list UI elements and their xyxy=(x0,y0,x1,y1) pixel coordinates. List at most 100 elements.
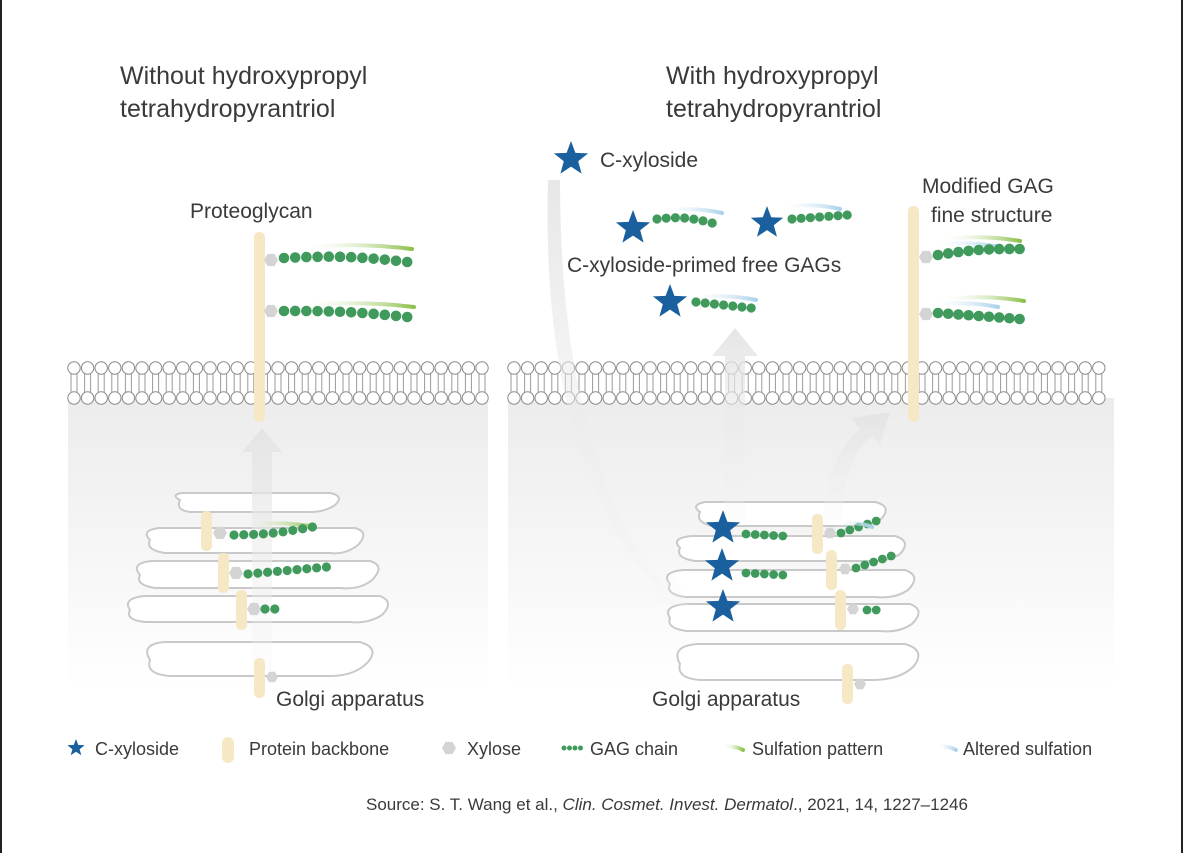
lipid-head xyxy=(298,391,312,405)
gag-bead xyxy=(288,525,298,536)
cxyloside-star-icon xyxy=(615,210,651,243)
sulfation-band xyxy=(298,301,416,309)
modified-gag-label-line2: fine structure xyxy=(931,204,1052,227)
lipid-head xyxy=(1078,361,1092,375)
lipid-head xyxy=(407,391,421,405)
lipid-head xyxy=(1092,391,1106,405)
gag-bead xyxy=(661,213,671,223)
gag-bead xyxy=(368,308,379,320)
gag-bead xyxy=(1014,243,1025,255)
lipid-head xyxy=(670,391,684,405)
lipid-head xyxy=(928,391,943,405)
legend-label-cxyloside: C-xyloside xyxy=(95,739,179,759)
lipid-head xyxy=(670,361,684,375)
lipid-head xyxy=(135,361,149,375)
proteoglycan-label: Proteoglycan xyxy=(190,200,313,223)
altered-sulfation-band xyxy=(926,301,1000,309)
lipid-head xyxy=(393,391,408,405)
lipid-head xyxy=(352,391,367,405)
cxyloside-star-icon xyxy=(652,284,688,317)
legend-label-protein: Protein backbone xyxy=(249,739,389,759)
lipid-head xyxy=(1064,391,1079,405)
golgi-protein-left-4 xyxy=(254,658,265,698)
lipid-head xyxy=(1078,391,1092,405)
gag-bead xyxy=(796,213,806,223)
lipid-head xyxy=(928,361,943,375)
lipid-head xyxy=(956,391,970,405)
lipid-head xyxy=(874,361,888,375)
gag-bead xyxy=(229,530,239,540)
lipid-head xyxy=(135,391,149,405)
gag-bead xyxy=(334,251,346,263)
left-title-line1: Without hydroxypropyl xyxy=(120,62,367,90)
gag-bead xyxy=(249,529,259,540)
lipid-head xyxy=(407,361,421,375)
lipid-head xyxy=(833,391,848,405)
lipid-head xyxy=(203,361,217,375)
gag-bead xyxy=(652,214,662,224)
gag-bead xyxy=(983,244,995,255)
gag-bead xyxy=(860,560,870,570)
gag-bead xyxy=(973,310,985,322)
golgi-label-right: Golgi apparatus xyxy=(652,688,800,711)
lipid-head xyxy=(888,361,902,375)
lipid-head xyxy=(507,361,521,375)
uptake-arrow-cxyloside xyxy=(547,180,690,606)
golgi-label-left: Golgi apparatus xyxy=(276,688,424,711)
gag-bead xyxy=(292,565,302,575)
lipid-head xyxy=(461,391,476,405)
gag-bead xyxy=(851,563,861,573)
lipid-head xyxy=(1010,391,1024,405)
gag-bead xyxy=(401,311,413,323)
gag-bead xyxy=(253,568,263,578)
golgi-protein-right-2 xyxy=(826,550,837,590)
lipid-head xyxy=(162,361,176,375)
gag-bead xyxy=(737,302,747,312)
lipid-head xyxy=(996,361,1011,375)
lipid-head xyxy=(121,391,136,405)
gag-bead xyxy=(1004,243,1015,255)
source-suffix: ., 2021, 14, 1227–1246 xyxy=(793,795,968,814)
gag-bead xyxy=(741,568,751,578)
lipid-head xyxy=(380,361,394,375)
lipid-head xyxy=(1037,391,1052,405)
xylose-hexagon-icon xyxy=(266,671,278,683)
gag-bead xyxy=(750,569,760,578)
gag-bead xyxy=(323,251,335,263)
cxyloside-label: C-xyloside xyxy=(600,149,698,172)
gag-bead xyxy=(301,251,312,263)
lipid-head xyxy=(602,391,616,405)
gag-bead xyxy=(1014,313,1025,325)
gag-bead xyxy=(746,303,756,313)
lipid-head xyxy=(996,391,1011,405)
lipid-head xyxy=(874,391,888,405)
lipid-head xyxy=(80,361,95,375)
gag-bead xyxy=(993,312,1005,323)
lipid-head xyxy=(684,361,698,375)
lipid-head xyxy=(956,361,970,375)
gag-bead xyxy=(401,256,413,268)
gag-bead xyxy=(670,213,681,223)
legend-label-sulfation: Sulfation pattern xyxy=(752,739,883,759)
lipid-head xyxy=(888,391,902,405)
lipid-head xyxy=(271,391,285,405)
lipid-head xyxy=(779,391,793,405)
xylose-hexagon-icon xyxy=(213,526,227,540)
gag-bead xyxy=(760,530,769,540)
gag-bead xyxy=(815,212,825,222)
gag-bead xyxy=(390,255,402,267)
lipid-head xyxy=(752,361,766,375)
gag-bead xyxy=(963,245,974,257)
gag-bead xyxy=(258,529,268,539)
lipid-head xyxy=(1051,391,1065,405)
gag-bead xyxy=(312,251,323,263)
source-journal: Clin. Cosmet. Invest. Dermatol xyxy=(563,795,795,814)
golgi-protein-right-4 xyxy=(842,664,853,704)
lipid-head xyxy=(792,361,807,375)
gag-bead xyxy=(878,554,887,564)
gag-bead xyxy=(750,530,760,539)
lipid-head xyxy=(271,361,285,375)
lipid-head xyxy=(629,391,644,405)
lipid-head xyxy=(820,391,834,405)
